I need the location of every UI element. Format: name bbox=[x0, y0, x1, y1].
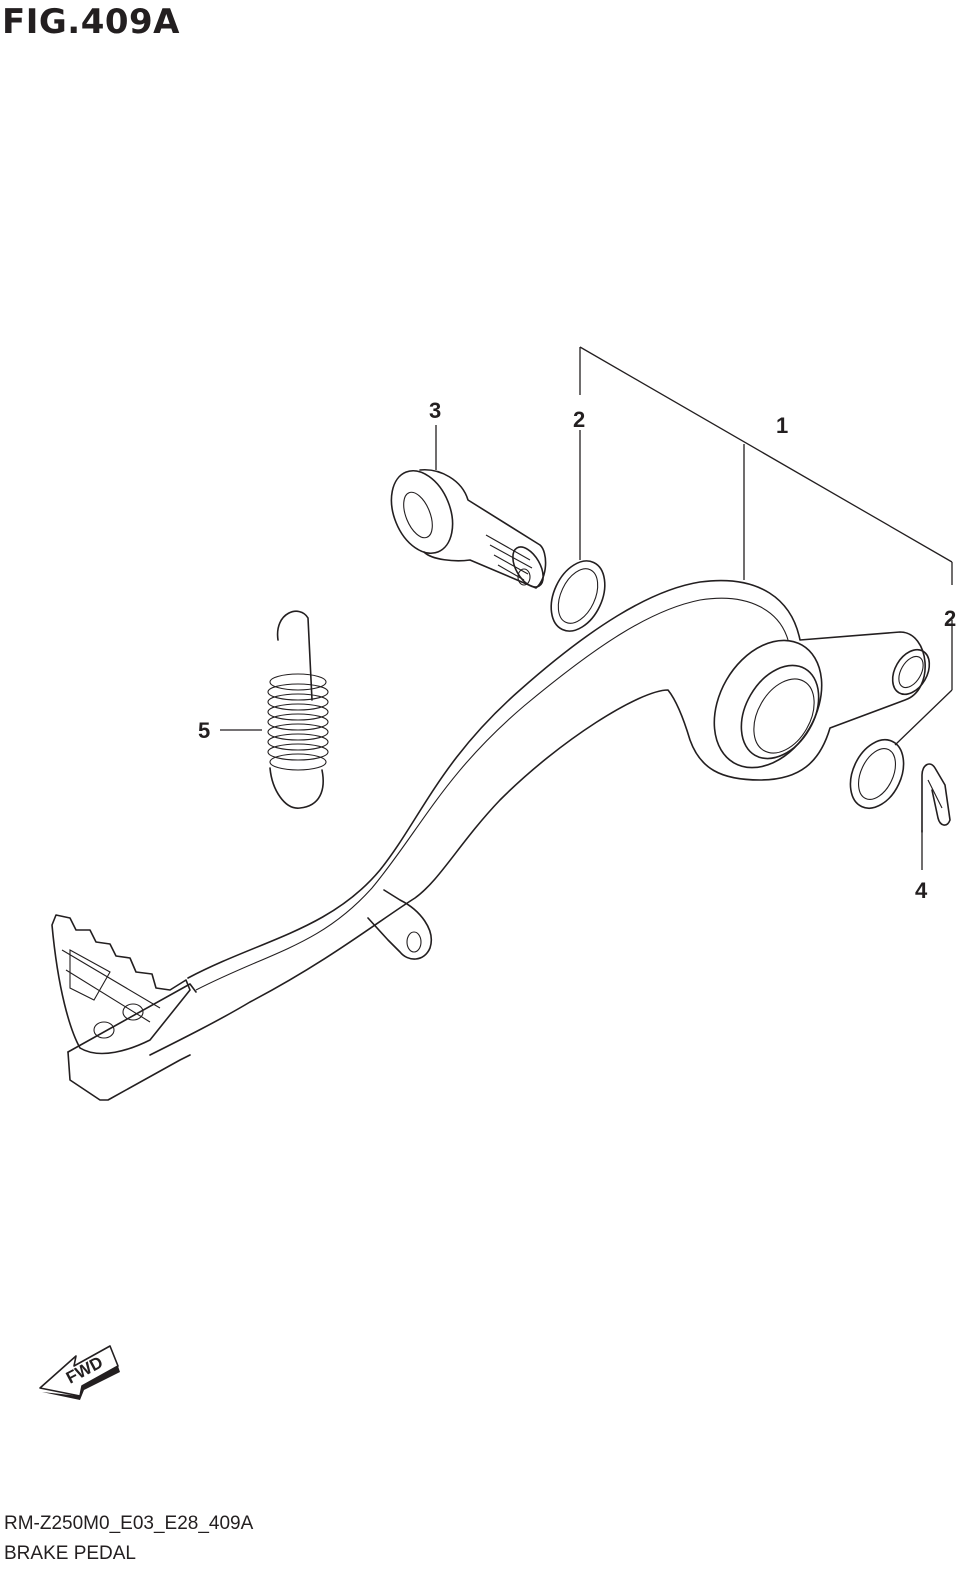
diagram-code: RM-Z250M0_E03_E28_409A bbox=[4, 1513, 254, 1534]
pivot-bolt-part bbox=[390, 469, 547, 589]
spring-part bbox=[267, 610, 329, 809]
diagram-description: BRAKE PEDAL bbox=[4, 1543, 136, 1564]
callout-number-2-right: 2 bbox=[944, 606, 956, 631]
fwd-label: FWD bbox=[63, 1353, 106, 1388]
callout-number-3: 3 bbox=[429, 398, 441, 423]
callout-number-1: 1 bbox=[776, 413, 788, 438]
callout-number-5: 5 bbox=[198, 718, 210, 743]
ring-left-part bbox=[550, 560, 606, 632]
callout-number-2-left: 2 bbox=[573, 407, 585, 432]
figure-title: FIG.409A bbox=[2, 2, 180, 42]
brake-pedal-part bbox=[51, 579, 931, 1101]
leader-lines bbox=[220, 346, 953, 870]
clip-part bbox=[921, 763, 951, 833]
ring-right-part bbox=[849, 739, 905, 809]
callout-number-4: 4 bbox=[915, 878, 928, 903]
direction-marker: FWD bbox=[39, 1345, 120, 1400]
